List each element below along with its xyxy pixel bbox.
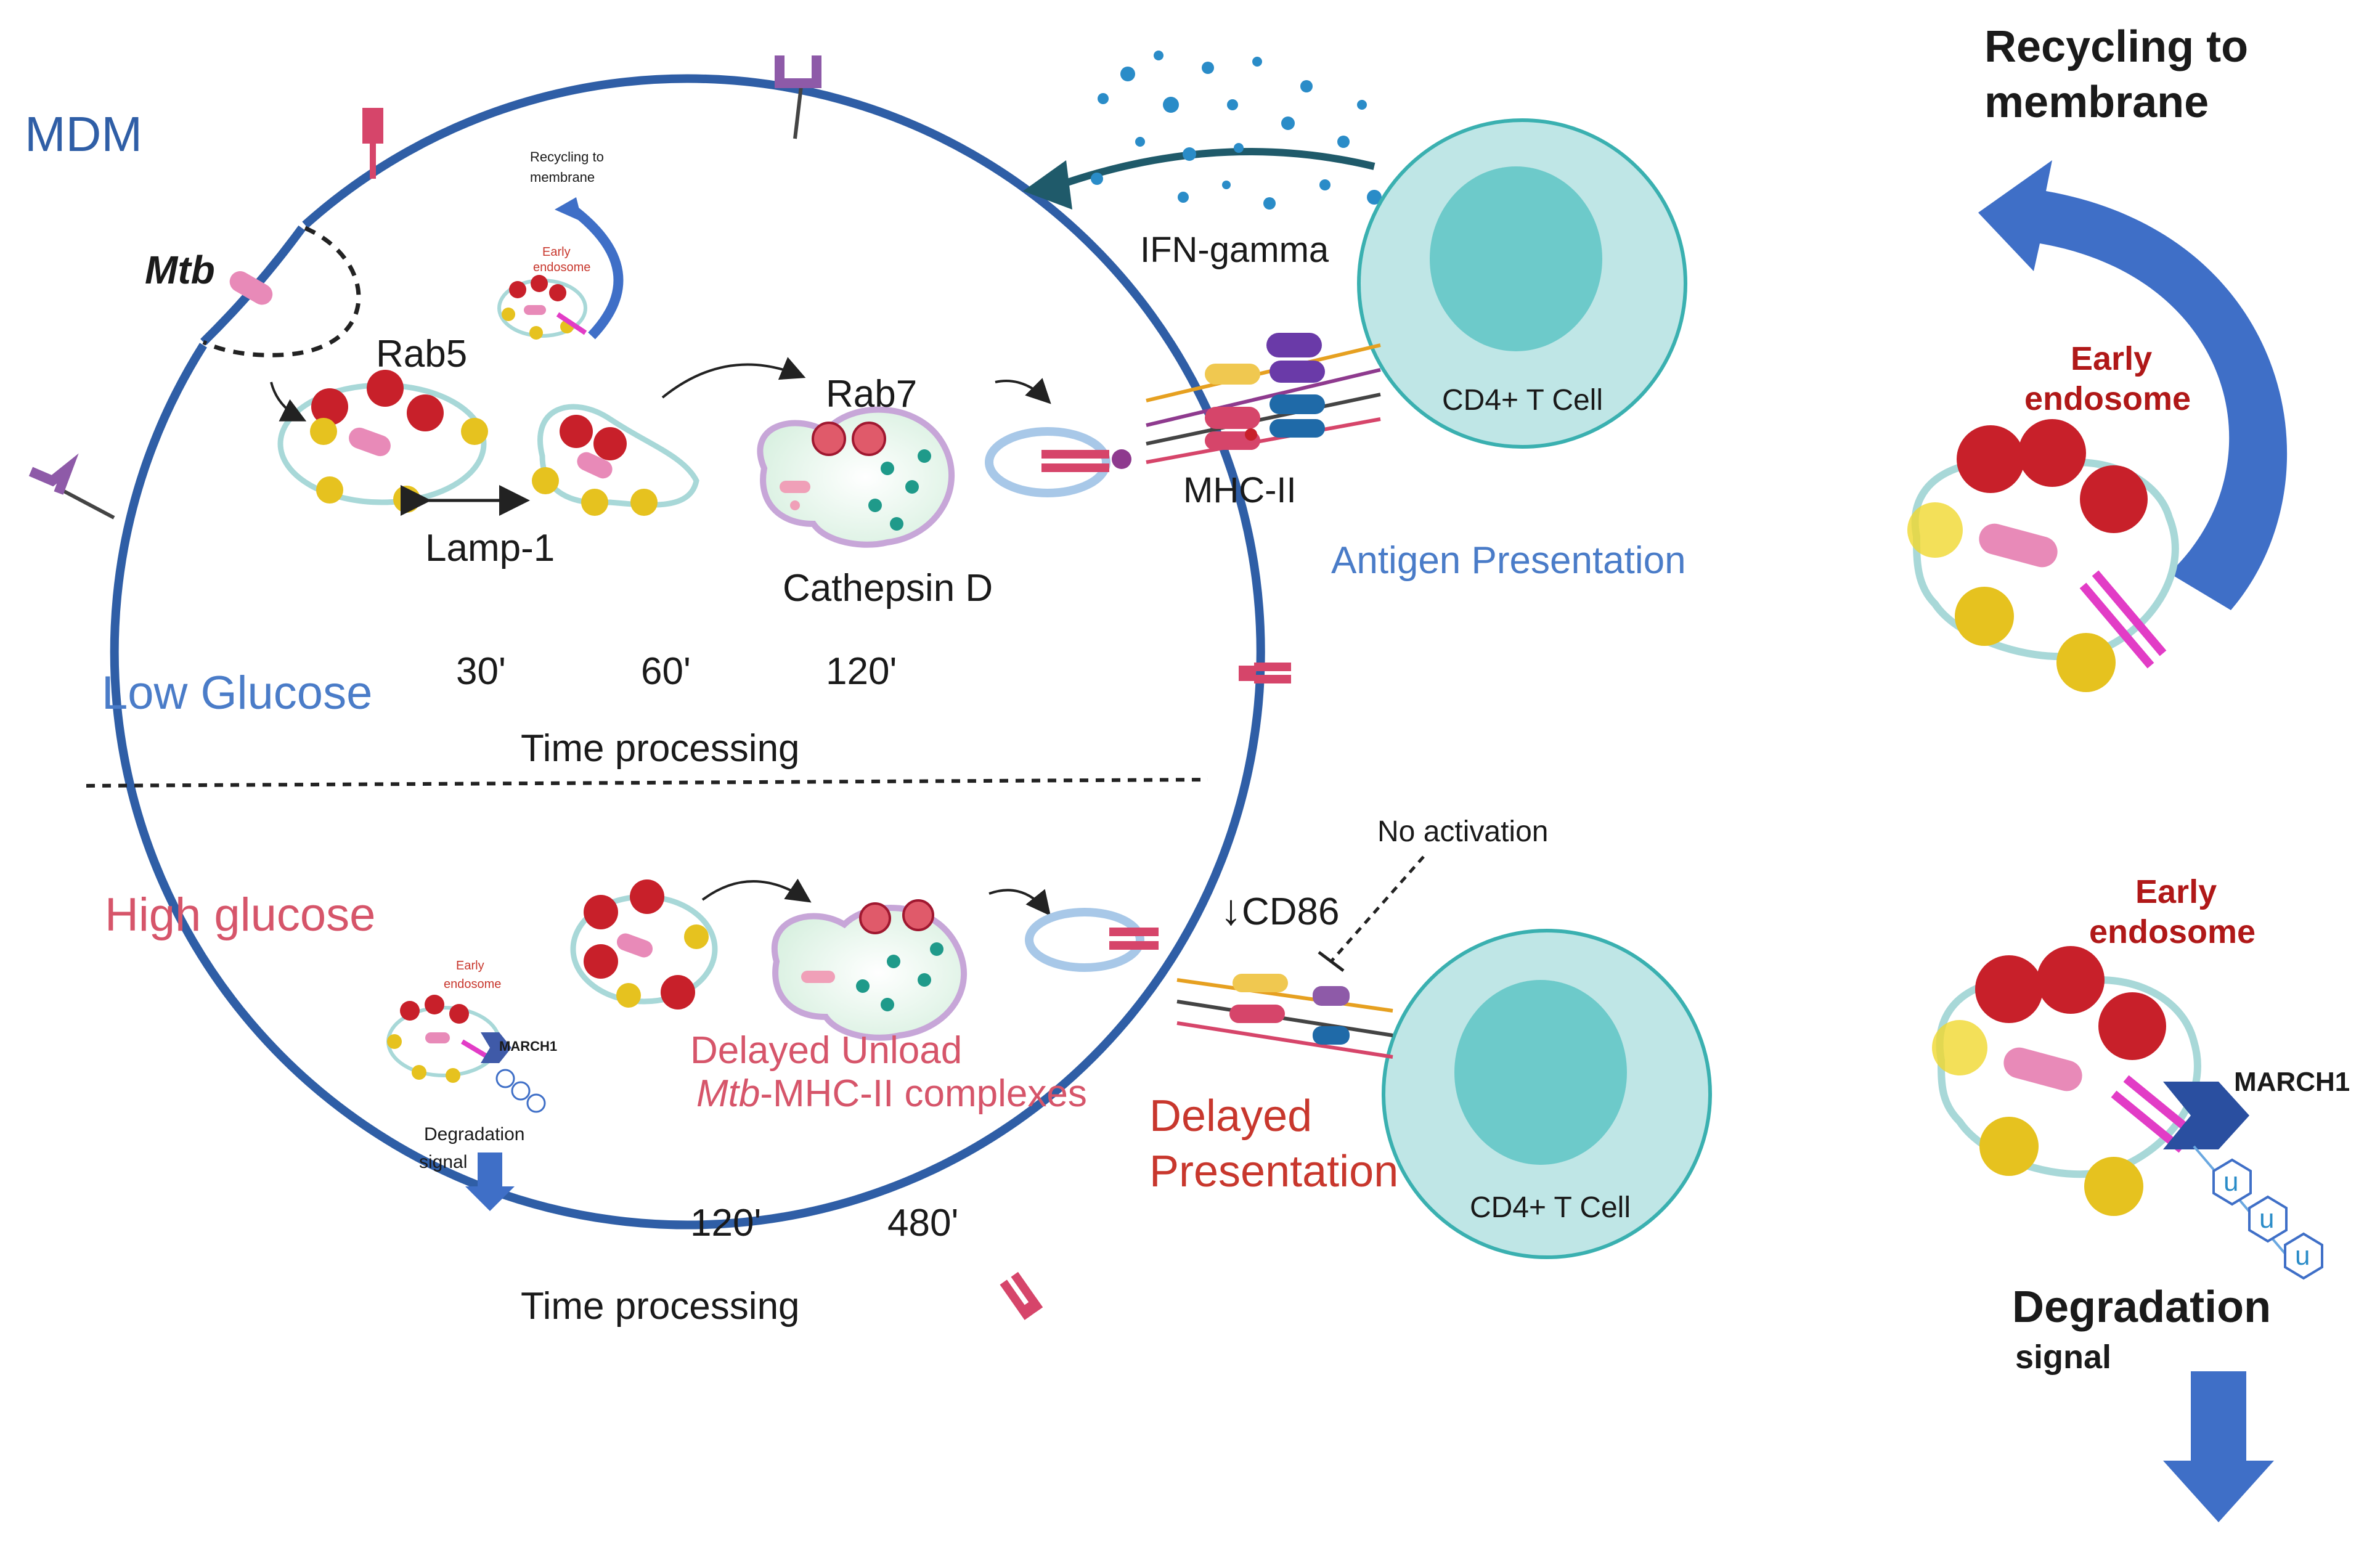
receptor-right xyxy=(1239,663,1291,683)
hg-endosome xyxy=(570,879,718,1010)
recycling-small-arrow xyxy=(570,205,624,340)
no-activation-inhibition xyxy=(1330,855,1425,963)
recycling-big-2: membrane xyxy=(1984,78,2209,127)
cd4-bottom-label: CD4+ T Cell xyxy=(1470,1191,1631,1224)
degradation-big-arrow xyxy=(2163,1371,2274,1522)
early-small-2: endosome xyxy=(533,261,590,274)
degradation-small-2: signal xyxy=(419,1152,467,1172)
ifn-arrow xyxy=(1059,148,1375,189)
mdm-cell: MDM Mtb Rab5 Lamp-1 xyxy=(25,55,1291,1328)
mtb-label: Mtb xyxy=(145,248,215,292)
early-small2-2: endosome xyxy=(444,977,501,991)
rab7-phagolysosome xyxy=(757,406,955,548)
arrow-hg-1 xyxy=(701,878,812,903)
ubiquitin-1-label: u xyxy=(2223,1167,2238,1197)
cd4-t-cell-top xyxy=(1357,118,1687,449)
early-endosome-small-bottom: Early endosome xyxy=(386,959,546,1113)
receptor-top xyxy=(362,108,383,179)
cd86-label: ↓CD86 xyxy=(1220,886,1340,934)
march1-big-label: MARCH1 xyxy=(2234,1067,2350,1097)
ubiquitin-2-label: u xyxy=(2259,1204,2274,1234)
cathepsin-label: Cathepsin D xyxy=(783,567,993,610)
ubiquitin-3 xyxy=(2284,1232,2323,1280)
ifn-gamma-signal xyxy=(1023,51,1382,210)
recycling-small-1: Recycling to xyxy=(530,149,604,165)
arrow-hg-2 xyxy=(988,889,1051,916)
delayed-presentation-1: Delayed xyxy=(1149,1091,1312,1141)
mtb-mhc-label: Mtb-MHC-II complexes xyxy=(696,1072,1087,1115)
arrow-to-rab7 xyxy=(661,357,806,399)
low-glucose-label: Low Glucose xyxy=(102,667,372,719)
rab5-label: Rab5 xyxy=(376,333,467,375)
arrow-to-mhc-vesicle xyxy=(995,378,1051,404)
early-big2-1: Early xyxy=(2135,873,2217,910)
inhibition-bar xyxy=(1318,951,1345,972)
ifn-gamma-label: IFN-gamma xyxy=(1140,230,1329,270)
cd4-t-cell-bottom xyxy=(1382,929,1712,1259)
phagocytic-cup xyxy=(202,226,361,357)
time-30: 30' xyxy=(456,650,506,693)
mhc-vesicle-bottom xyxy=(1025,908,1159,972)
cd4-top-label: CD4+ T Cell xyxy=(1442,384,1603,417)
mdm-label: MDM xyxy=(25,107,142,161)
receptor-bottom xyxy=(1000,1271,1043,1320)
rab5-endosome xyxy=(277,370,488,513)
mhc2-label: MHC-II xyxy=(1183,470,1297,510)
early-big-2: endosome xyxy=(2024,380,2191,417)
glucose-divider xyxy=(86,778,1208,788)
early-endosome-big-top xyxy=(1907,419,2179,692)
signal-big-label: signal xyxy=(2015,1339,2111,1376)
time-120-top: 120' xyxy=(826,650,897,693)
degradation-small-1: Degradation xyxy=(424,1124,524,1144)
synapse-bottom xyxy=(1176,974,1393,1059)
recycling-big-arrow xyxy=(1978,160,2288,610)
cell-membrane-main xyxy=(110,74,1265,1230)
march1-ligase xyxy=(2163,1082,2249,1149)
time-60: 60' xyxy=(641,650,691,693)
lamp1-label: Lamp-1 xyxy=(425,527,555,569)
mtb-bacterium xyxy=(229,271,273,305)
early-big-1: Early xyxy=(2071,340,2152,377)
mhc-vesicle-top xyxy=(985,427,1131,497)
early-endosome-big-bottom xyxy=(1932,946,2300,1271)
recycling-small-arrowhead xyxy=(555,197,582,222)
receptor-purple-top xyxy=(775,55,821,139)
hg-phagolysosome xyxy=(772,899,968,1041)
no-activation-label: No activation xyxy=(1377,815,1548,848)
receptor-purple-left xyxy=(28,453,115,520)
recycling-big-1: Recycling to xyxy=(1984,22,2248,71)
time-processing-bottom: Time processing xyxy=(521,1285,800,1328)
degradation-big-label: Degradation xyxy=(2012,1283,2271,1332)
time-120-bottom: 120' xyxy=(690,1202,761,1244)
ubiquitin-chain: u u u xyxy=(2212,1158,2323,1280)
delayed-presentation-2: Presentation xyxy=(1149,1147,1398,1196)
delayed-unload-label: Delayed Unload xyxy=(690,1029,962,1072)
degradation-small-arrow xyxy=(465,1152,515,1211)
early-small-1: Early xyxy=(542,245,571,259)
early-small2-1: Early xyxy=(456,959,484,973)
late-endosome-transition xyxy=(532,404,699,516)
antigen-presentation-label: Antigen Presentation xyxy=(1331,539,1686,582)
march1-small-label: MARCH1 xyxy=(499,1038,557,1054)
rab7-label: Rab7 xyxy=(826,373,917,415)
mtb-italic: Mtb xyxy=(696,1072,760,1115)
time-processing-top: Time processing xyxy=(521,727,800,770)
time-480: 480' xyxy=(887,1202,958,1244)
ubiquitin-2 xyxy=(2248,1195,2288,1243)
early-big2-2: endosome xyxy=(2089,913,2256,950)
recycling-small-2: membrane xyxy=(530,169,595,185)
cd86-text: CD86 xyxy=(1242,891,1340,933)
high-glucose-label: High glucose xyxy=(105,889,375,941)
arrow-entry xyxy=(270,381,307,422)
ubiquitin-3-label: u xyxy=(2295,1241,2310,1271)
mhc-complexes-text: -MHC-II complexes xyxy=(760,1072,1087,1115)
early-endosome-small-top: Early endosome xyxy=(497,245,590,340)
synapse-top xyxy=(1146,333,1381,464)
ubiquitin-1 xyxy=(2212,1158,2252,1206)
